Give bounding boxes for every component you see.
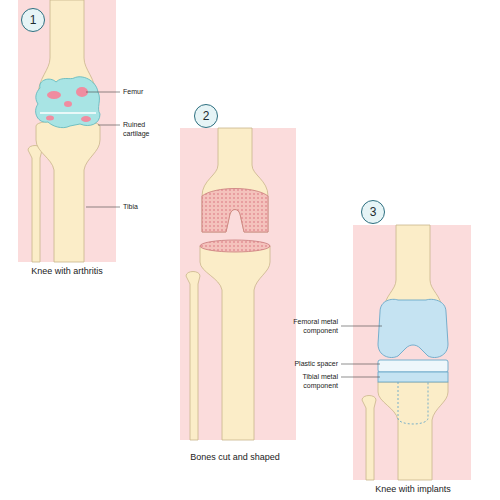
fibula <box>362 396 376 481</box>
tibia <box>36 120 100 262</box>
leg-outline <box>180 128 296 440</box>
panel-caption: Knee with arthritis <box>31 266 103 277</box>
callout-number: 1 <box>30 14 37 26</box>
leg-outline <box>18 0 116 262</box>
callout-number: 2 <box>203 110 210 122</box>
femoral-component <box>378 299 448 357</box>
leader-line <box>341 364 380 365</box>
cut-bone <box>202 189 268 233</box>
leader-line <box>341 326 382 327</box>
damage-spot <box>47 91 61 99</box>
fibula <box>28 146 42 263</box>
part-label: Femur <box>123 88 168 97</box>
femur <box>202 128 268 232</box>
tibia <box>200 246 270 440</box>
tibial-component <box>378 372 448 382</box>
part-label: Femoral metal component <box>283 318 338 335</box>
tibia <box>378 382 448 480</box>
callout-circle: 3 <box>361 200 385 224</box>
fibula <box>186 272 200 441</box>
femur <box>384 225 442 310</box>
ruined-cartilage <box>36 77 100 128</box>
cut-bone <box>200 240 270 252</box>
part-label: Tibial metal component <box>283 373 338 390</box>
callout-circle: 1 <box>21 8 45 32</box>
plastic-spacer <box>378 360 448 372</box>
leader-line <box>86 207 120 208</box>
damage-spot <box>81 116 91 122</box>
leader-line <box>98 125 120 126</box>
panel-caption: Bones cut and shaped <box>190 452 280 463</box>
part-label: Tibia <box>123 203 168 212</box>
leg-outline <box>353 225 471 480</box>
part-label: Ruined cartilage <box>123 121 163 138</box>
joint-gap <box>40 112 96 114</box>
callout-number: 3 <box>370 206 377 218</box>
callout-circle: 2 <box>194 104 218 128</box>
damage-spot <box>46 116 54 121</box>
part-label: Plastic spacer <box>294 360 338 369</box>
leader-line <box>341 377 380 378</box>
tibial-stem <box>398 382 428 424</box>
panel-caption: Knee with implants <box>375 484 451 495</box>
damage-spot <box>64 101 72 107</box>
leader-line <box>86 92 120 93</box>
